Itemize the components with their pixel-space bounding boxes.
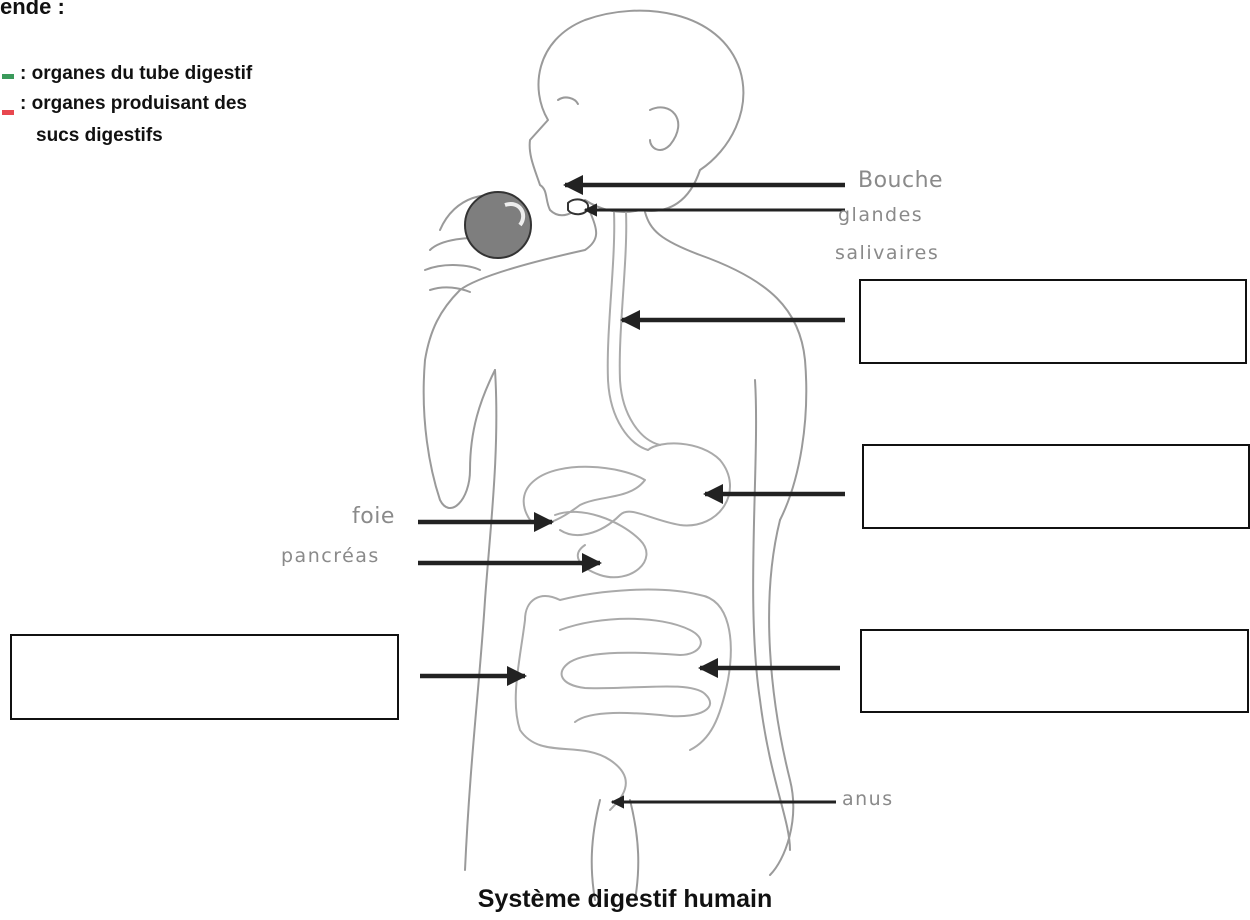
salivary-gland (568, 199, 588, 214)
label-pancreas: pancréas (281, 545, 380, 567)
small-intestine (560, 619, 710, 722)
arm-left (424, 290, 495, 508)
large-intestine (516, 590, 731, 810)
label-glandes: glandes (838, 204, 923, 226)
answer-box-gros-intestin[interactable] (10, 634, 399, 720)
answer-box-estomac[interactable] (862, 444, 1250, 529)
liver (524, 467, 645, 524)
esophagus (608, 212, 660, 450)
neck-right (645, 212, 806, 520)
eye (558, 97, 578, 104)
label-anus: anus (842, 788, 894, 810)
answer-box-intestin-grele[interactable] (860, 629, 1249, 713)
label-salivaires: salivaires (835, 242, 939, 264)
ear (650, 107, 678, 150)
torso-right (769, 520, 793, 875)
label-bouche: Bouche (858, 168, 943, 193)
torso-left (465, 370, 496, 870)
arm-right (753, 380, 790, 850)
pancreas-duodenum (555, 512, 646, 577)
figure-caption: Système digestif humain (0, 885, 1250, 914)
answer-box-oesophage[interactable] (859, 279, 1247, 364)
stomach (560, 443, 730, 535)
label-foie: foie (352, 504, 395, 529)
